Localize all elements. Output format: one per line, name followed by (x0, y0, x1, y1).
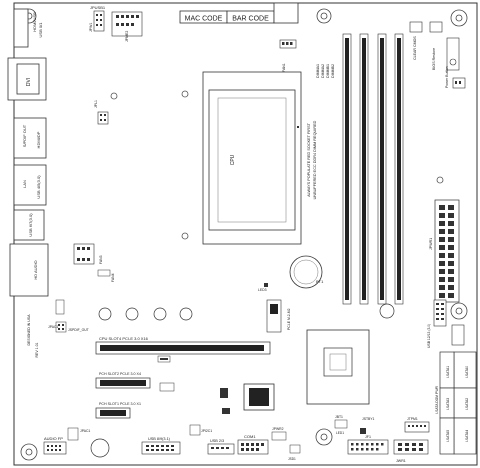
jtpm1-label: JTPM1 (407, 417, 418, 421)
mount-hole (450, 9, 468, 27)
dimm-b2-label: DIMMB2 (331, 64, 335, 78)
jsd1-label: JSD1 (288, 457, 296, 461)
dimm-slots (342, 33, 404, 305)
fan3-label: FAN3 (99, 255, 103, 264)
fan-top-label: FAN1 (282, 63, 286, 72)
atx-power (434, 199, 460, 303)
cpu-label: CPU (230, 154, 236, 165)
dimm-a2-label: DIMMA2 (321, 64, 325, 78)
dimm-b1-label: DIMMB1 (326, 64, 330, 78)
mount-hole (315, 428, 333, 446)
hdmi-dp-port (13, 117, 47, 159)
jpwr1-right-label: JPWR1 (429, 238, 433, 250)
cpu-note-1: ALWAYS POPULATE RED SOCKET FIRST (307, 122, 311, 197)
usb89-label: USB 8/9(3.1) (148, 437, 171, 441)
audio-fp-label: AUDIO FP (44, 436, 63, 441)
mount-hole (450, 302, 468, 320)
jpac1-bottom-label: JPAC1 (80, 429, 90, 433)
hdmi-usb-label: HDMI/USB (32, 12, 37, 32)
buzzer (90, 438, 110, 458)
dimm-a1-label: DIMMA1 (316, 64, 320, 78)
fan4-label: FAN4 (111, 273, 115, 282)
com1-header (237, 439, 269, 455)
mac-code-label: MAC CODE (185, 16, 223, 23)
jpi2c1-label: JPI2C1 (201, 429, 212, 433)
mount-hole (316, 8, 332, 24)
jpl1-label: JPL1 (94, 100, 98, 108)
led1-label: LED1 (336, 431, 344, 435)
usb67-port (13, 209, 45, 241)
pch-chip (306, 329, 370, 405)
cmos-battery (289, 255, 323, 289)
cpu-note-2: UNBUFFERED ECC DDR4 DIMM REQUIRED (313, 120, 317, 199)
lan-label: LAN (22, 180, 27, 188)
hd-audio-label: HD AUDIO (33, 260, 38, 279)
pcie-x1-label: PCH SLOT1 PCI-E 3.0 X1 (99, 402, 141, 406)
sata3-label: I-SATA3 (446, 398, 450, 410)
jpusb1-label: JPUSB1 (90, 5, 106, 10)
jf1-front-panel (347, 439, 389, 455)
usb23-label: USB 2/3 (210, 439, 224, 443)
audio-fp-header (43, 441, 67, 455)
jpwr1-bottom (393, 439, 429, 455)
jpwr1-bottom-label: JWR1 (396, 459, 406, 463)
jpwr2-label: JPWR2 (272, 427, 284, 431)
sata4-label: I-SATA4 (465, 430, 469, 442)
sata-dom-pwr-label: I-SATA DOM PWR (435, 385, 439, 413)
io-holes (98, 303, 395, 321)
jbt1-label: JBT1 (335, 415, 343, 419)
jpme2-label: JPME2 (125, 31, 129, 42)
pcie-x4-label: PCH SLOT2 PCI-E 3.0 X4 (99, 372, 141, 376)
top-box (273, 2, 299, 24)
dvi-label: DVI (26, 78, 32, 86)
cpu-socket (208, 89, 296, 231)
lan-port (13, 164, 47, 206)
sata5-label: I-SATA5 (446, 430, 450, 442)
com1-label: COM1 (244, 434, 256, 439)
mounting-holes (20, 8, 468, 461)
usb1213-label: USB 12/13 (3.0) (427, 324, 431, 348)
rear-io (7, 8, 49, 297)
jpac-label: JPAC1 (48, 325, 58, 329)
bt1-label: BT1 (316, 279, 324, 284)
designed-label: DESIGNED IN USA (27, 314, 31, 346)
usb67-label: USB 6/7(3.0) (28, 213, 33, 237)
spdif-jp-label: JSPDIF_OUT (68, 328, 89, 332)
bios-restore-label: BIOS Restore (432, 48, 436, 70)
usb89-header (141, 441, 181, 455)
jpw1-label: JPW1 (89, 23, 93, 32)
led3-label: LED3 (258, 288, 267, 292)
bar-code-label: BAR CODE (232, 16, 269, 23)
sata0-label: I-SATA0 (465, 366, 469, 378)
usb01-label: USB 0/1 (38, 22, 43, 38)
usb45-label: USB 4/5(3.0) (36, 175, 41, 199)
m2-label: PCI-E M.2-M2 (287, 308, 291, 330)
clear-cmos-label: CLEAR CMOS (413, 36, 417, 60)
mount-hole (20, 443, 38, 461)
power-button-label: Power Button (445, 66, 449, 88)
usb01-port (13, 8, 29, 48)
atx-pins (439, 205, 454, 298)
spdif-label: S/PDIF OUT (22, 124, 27, 147)
dvi-port (7, 57, 47, 101)
hd-audio-port (9, 243, 49, 297)
sata-ports (439, 351, 477, 455)
pcie-x16-label: CPU SLOT4 PCI-E 3.0 X16 (99, 336, 149, 341)
sata1-label: I-SATA1 (446, 366, 450, 378)
rev-label: REV 1.01 (35, 342, 39, 357)
hdmi-dp-label: HDMI/DP (36, 131, 41, 148)
sata2-label: I-SATA2 (465, 398, 469, 410)
jstby1-label: JSTBY1 (362, 417, 375, 421)
jf1-label: JF1 (365, 435, 371, 439)
